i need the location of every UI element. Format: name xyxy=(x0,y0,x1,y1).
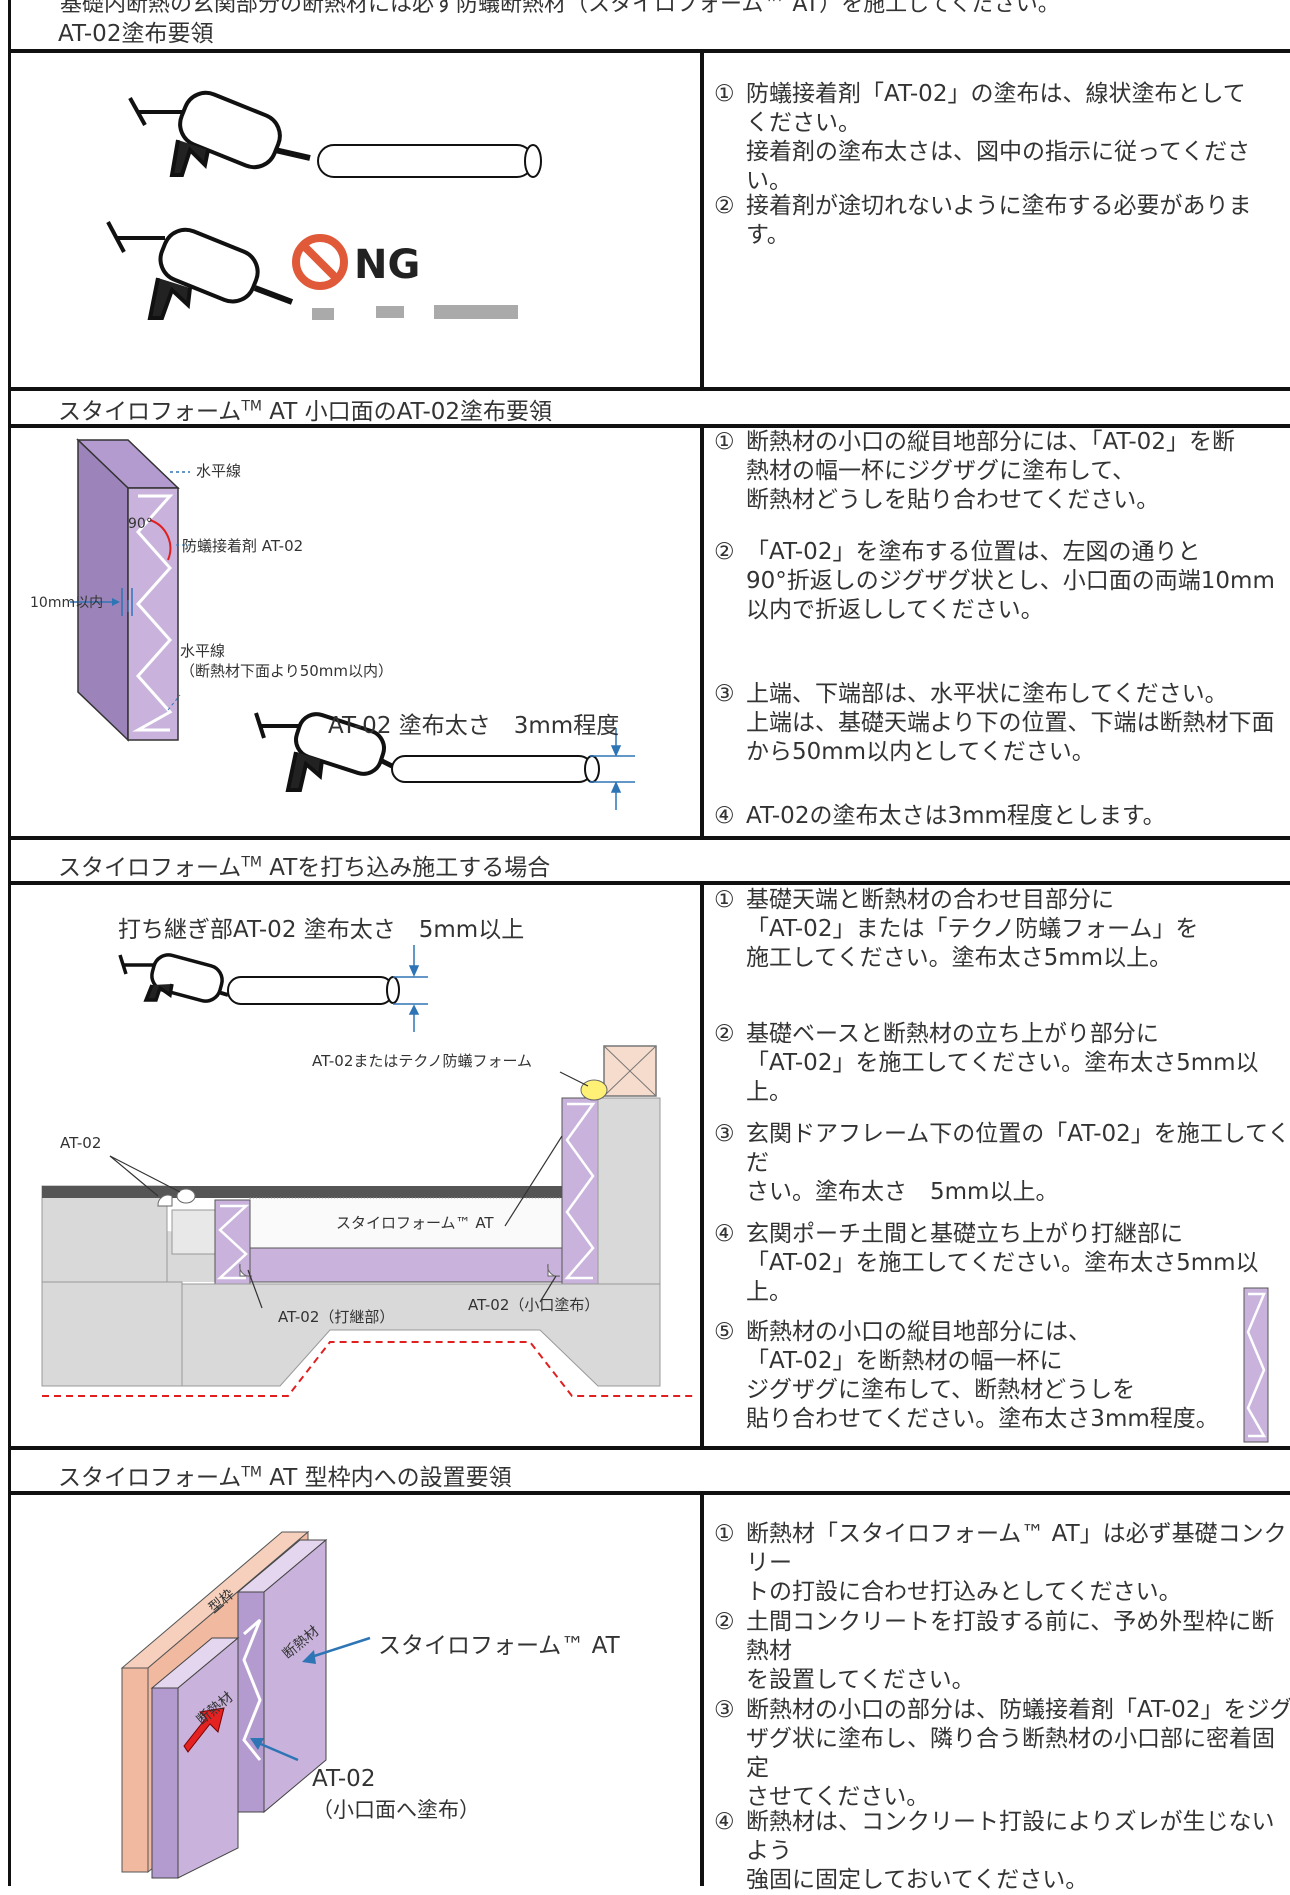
label-horizontal-line-note: （断熱材下面より50mm以内） xyxy=(180,662,394,680)
bead-cylinder xyxy=(227,976,400,1005)
bead-cylinder xyxy=(391,755,600,783)
label-thickness: AT-02 塗布太さ 3mm程度 xyxy=(328,713,620,739)
ng-label: NG xyxy=(354,242,421,288)
label-at02-joint: AT-02（打継部） xyxy=(278,1308,395,1326)
glue-gun-icon xyxy=(118,953,229,1003)
label-styrofoam-at: スタイロフォーム™ AT xyxy=(378,1633,620,1659)
label-at02-or-foam: AT-02またはテクノ防蟻フォーム xyxy=(312,1052,533,1070)
label-angle: 90° xyxy=(128,516,153,532)
broken-bead xyxy=(312,305,518,320)
divider xyxy=(8,424,1290,428)
column-divider xyxy=(700,424,704,838)
label-at02: AT-02 xyxy=(312,1766,376,1792)
label-adhesive: 防蟻接着剤 AT-02 xyxy=(182,537,304,555)
divider xyxy=(8,1491,1290,1495)
label-joint-thickness: 打ち継ぎ部AT-02 塗布太さ 5mm以上 xyxy=(118,917,525,943)
callout-lines xyxy=(109,1071,589,1309)
label-at02: AT-02 xyxy=(60,1134,102,1152)
label-at02-edge: AT-02（小口塗布） xyxy=(468,1296,600,1314)
thickness-dimension xyxy=(393,945,428,1032)
section-title-formwork: スタイロフォームTM AT 型枠内への設置要領 xyxy=(58,1464,512,1491)
glue-gun-illustration xyxy=(106,90,542,320)
section-title-at02: AT-02塗布要領 xyxy=(58,21,214,47)
glue-gun-icon-ng xyxy=(106,221,294,320)
formwork-installation-diagram xyxy=(120,1530,371,1879)
divider xyxy=(8,836,1290,840)
label-styrofoam: スタイロフォーム™ AT xyxy=(336,1214,494,1232)
edge-application-diagram xyxy=(70,438,635,810)
glue-gun-icon xyxy=(128,90,311,177)
divider xyxy=(8,49,1290,53)
bead-cylinder xyxy=(317,144,542,178)
divider xyxy=(8,387,1290,391)
foundation-section-diagram xyxy=(41,945,696,1397)
divider xyxy=(8,1446,1290,1450)
prohibited-icon xyxy=(292,234,348,290)
label-at02-note: （小口面へ塗布） xyxy=(312,1798,480,1822)
top-cut-text: 基礎内断熱の玄関部分の断熱材には必ず防蟻断熱材（スタイロフォーム™ AT）を施工… xyxy=(60,0,1060,17)
label-horizontal-line: 水平線 xyxy=(196,462,242,480)
door-frame-box xyxy=(603,1045,657,1097)
foundation-section xyxy=(41,1097,696,1397)
table-frame xyxy=(8,0,1290,1886)
column-divider xyxy=(700,49,704,389)
insulation-board xyxy=(76,438,180,742)
section-title-edge: スタイロフォームTM AT 小口面のAT-02塗布要領 xyxy=(58,398,553,425)
column-divider xyxy=(700,881,704,1448)
section-title-cast-in: スタイロフォームTM ATを打ち込み施工する場合 xyxy=(58,854,551,881)
insulation-board-b xyxy=(236,1538,328,1814)
column-divider xyxy=(700,1491,704,1886)
label-horizontal-line-2: 水平線 xyxy=(180,642,226,660)
list-item: ②「AT-02」を塗布する位置は、左図の通りと 90°折返しのジグザグ状とし、小… xyxy=(714,539,1275,623)
divider xyxy=(8,881,1290,885)
insulation-board-a xyxy=(150,1636,240,1879)
glue-gun-icon xyxy=(254,712,394,792)
label-within-10mm: 10mm以内 xyxy=(30,595,104,611)
thickness-dimension xyxy=(590,728,635,810)
